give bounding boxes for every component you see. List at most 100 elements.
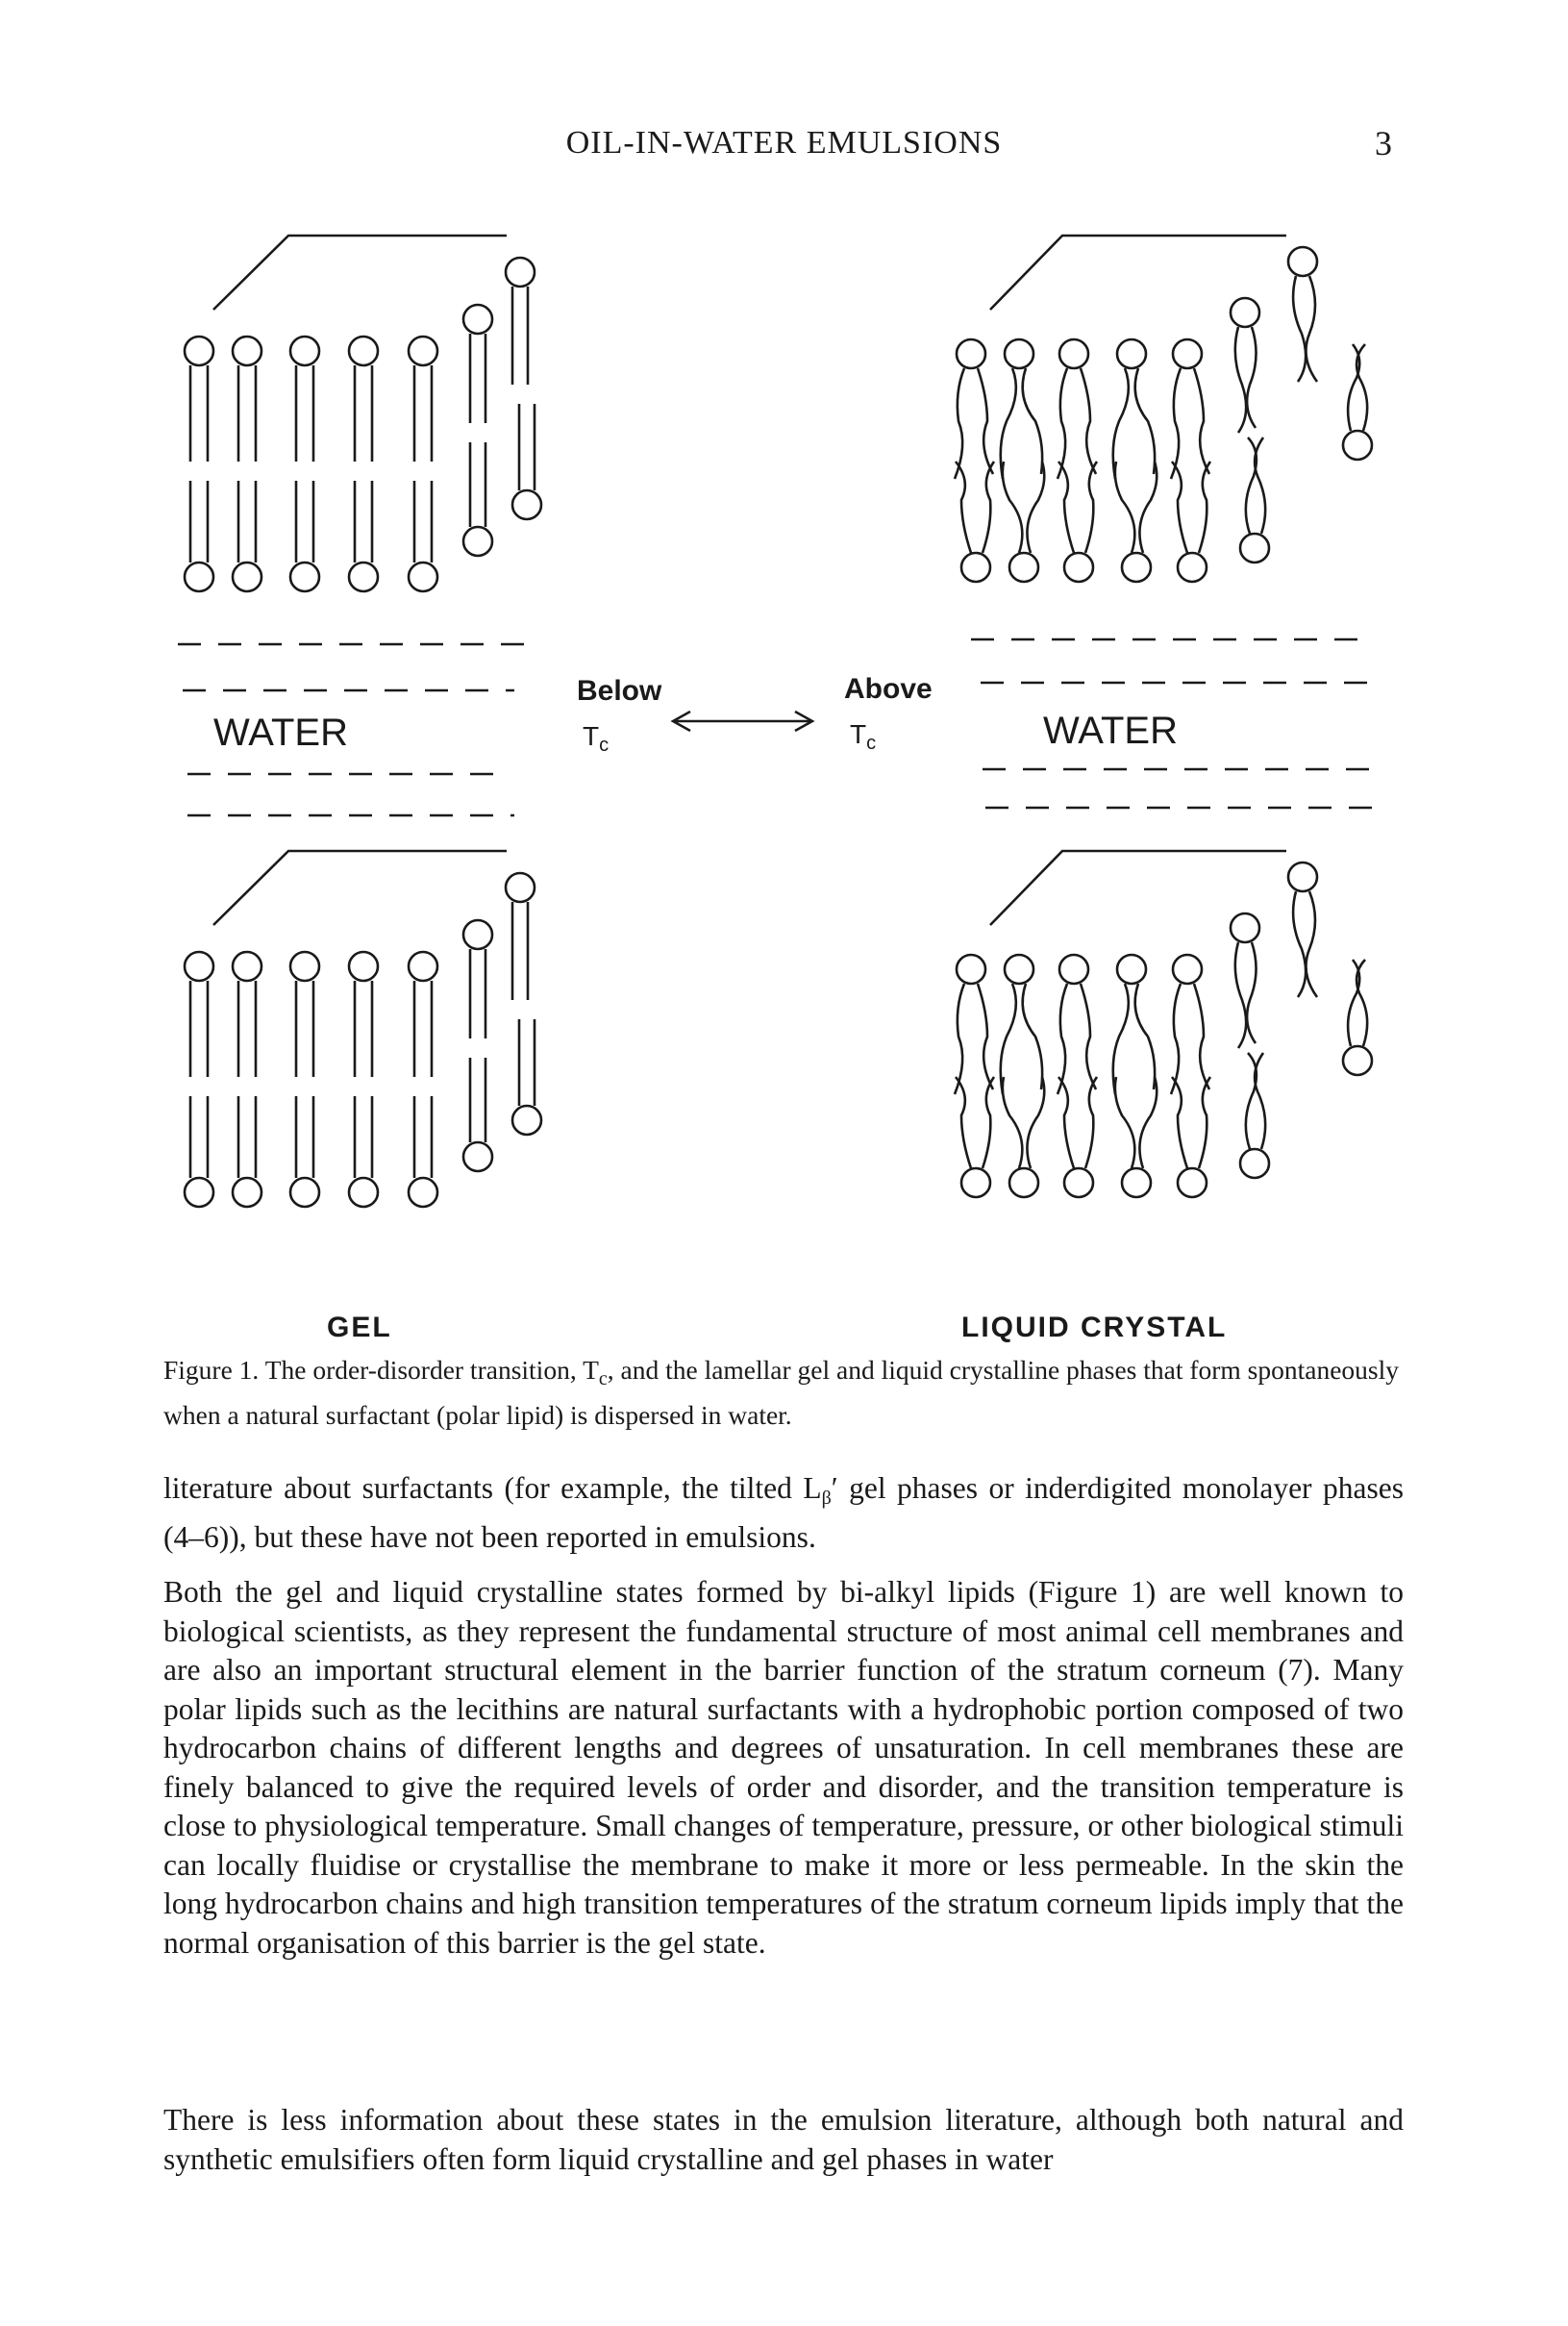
polar-head-icon [510, 488, 543, 521]
hydrocarbon-chain [999, 367, 1018, 480]
hydrocarbon-chain [1170, 461, 1189, 554]
polar-head-icon [1286, 861, 1319, 893]
polar-head-icon [461, 525, 494, 558]
hydrocarbon-chain [1346, 959, 1361, 1047]
polar-head-icon [407, 950, 439, 983]
hydrocarbon-chain [1355, 959, 1369, 1047]
hydrocarbon-chain [1138, 1076, 1158, 1169]
running-head: OIL-IN-WATER EMULSIONS [565, 125, 1003, 161]
liquid-crystal-bilayer-top [953, 234, 1374, 584]
polar-head-icon [1058, 953, 1090, 986]
page-number: 3 [1375, 124, 1392, 163]
perspective-edge [212, 234, 507, 311]
polar-head-icon [461, 1140, 494, 1173]
polar-head-icon [1238, 532, 1271, 564]
figure-caption: Figure 1. The order-disorder transition,… [163, 1352, 1404, 1434]
caption-figure-tag: Figure 1. [163, 1355, 260, 1385]
polar-head-icon [407, 1176, 439, 1209]
hydrocarbon-chain [1192, 367, 1211, 475]
hydrocarbon-chain [1079, 367, 1098, 475]
polar-head-icon [461, 303, 494, 336]
polar-head-icon [1120, 1166, 1153, 1199]
polar-head-icon [231, 561, 263, 593]
polar-head-icon [288, 1176, 321, 1209]
gel-bilayer-bottom [183, 849, 543, 1209]
polar-head-icon [183, 1176, 215, 1209]
gel-label: GEL [327, 1312, 392, 1343]
polar-head-icon [1229, 912, 1261, 944]
hydrocarbon-chain [1305, 890, 1319, 998]
hydrocarbon-chain [1346, 343, 1361, 432]
hydrocarbon-chain [1057, 461, 1076, 554]
polar-head-icon [1008, 551, 1040, 584]
hydrocarbon-chain [1233, 326, 1248, 434]
polar-head-icon [1171, 953, 1204, 986]
polar-head-icon [1341, 429, 1374, 462]
hydrocarbon-chain [1245, 326, 1257, 429]
polar-head-icon [955, 953, 987, 986]
transition-arrow [670, 710, 815, 733]
polar-head-icon [1008, 1166, 1040, 1199]
polar-head-icon [955, 338, 987, 370]
hydrocarbon-chain [1026, 461, 1046, 554]
polar-head-icon [1238, 1147, 1271, 1180]
polar-head-icon [183, 950, 215, 983]
hydrocarbon-chain [953, 983, 966, 1095]
polar-head-icon [347, 1176, 380, 1209]
polar-head-icon [1062, 551, 1095, 584]
polar-head-icon [461, 918, 494, 951]
paragraph-1-a: literature about surfactants (for exampl… [163, 1471, 822, 1505]
polar-head-icon [407, 561, 439, 593]
polar-head-icon [231, 1176, 263, 1209]
polar-head-icon [1171, 338, 1204, 370]
hydrocarbon-chain [976, 983, 995, 1090]
hydrocarbon-chain [1083, 461, 1099, 554]
polar-head-icon [1341, 1044, 1374, 1077]
polar-head-icon [504, 871, 536, 904]
polar-head-icon [407, 335, 439, 367]
hydrocarbon-chain [1197, 1076, 1212, 1169]
hydrocarbon-chain [1057, 1076, 1076, 1169]
hydrocarbon-chain [981, 1076, 996, 1169]
polar-head-icon [1058, 338, 1090, 370]
polar-head-icon [1286, 245, 1319, 278]
caption-text-1: The order-disorder transition, T [259, 1355, 599, 1385]
hydrocarbon-chain [1197, 461, 1212, 554]
hydrocarbon-chain [1001, 461, 1024, 554]
polar-head-icon [288, 561, 321, 593]
hydrocarbon-chain [953, 367, 966, 480]
above-label: Above [844, 673, 933, 705]
liquid-crystal-label: LIQUID CRYSTAL [961, 1312, 1227, 1343]
polar-head-icon [1176, 551, 1208, 584]
polar-head-icon [1115, 953, 1148, 986]
polar-head-icon [1003, 338, 1035, 370]
paragraph-3: There is less information about these st… [163, 2103, 1404, 2176]
polar-head-icon [347, 950, 380, 983]
hydrocarbon-chain [1113, 1076, 1136, 1169]
liquid-crystal-bilayer-bottom [953, 849, 1374, 1199]
hydrocarbon-chain [1056, 983, 1069, 1095]
polar-head-icon [1120, 551, 1153, 584]
hydrocarbon-chain [954, 1076, 973, 1169]
hydrocarbon-chain [1113, 461, 1136, 554]
paragraph-1: literature about surfactants (for exampl… [163, 1469, 1404, 1557]
polar-head-icon [1115, 338, 1148, 370]
hydrocarbon-chain [1233, 941, 1248, 1049]
hydrocarbon-chain [1138, 461, 1158, 554]
paragraph-1-subscript: β [821, 1488, 832, 1509]
lipid-phase-figure: WATER WATER Below Tc Above Tc GEL LIQUID… [178, 234, 1380, 1343]
hydrocarbon-chain [1291, 890, 1307, 998]
polar-head-icon [347, 335, 380, 367]
hydrocarbon-chain [1001, 1076, 1024, 1169]
hydrocarbon-chain [1253, 1052, 1267, 1150]
hydrocarbon-chain [1133, 983, 1157, 1090]
polar-head-icon [1003, 953, 1035, 986]
above-tc-label: Tc [850, 719, 876, 754]
hydrocarbon-chain [1079, 983, 1098, 1090]
below-label: Below [577, 675, 662, 707]
hydrocarbon-chain [1111, 367, 1131, 480]
hydrocarbon-chain [1192, 983, 1211, 1090]
hydrocarbon-chain [1026, 1076, 1046, 1169]
polar-head-icon [1229, 296, 1261, 329]
water-label-right: WATER [1043, 710, 1178, 752]
